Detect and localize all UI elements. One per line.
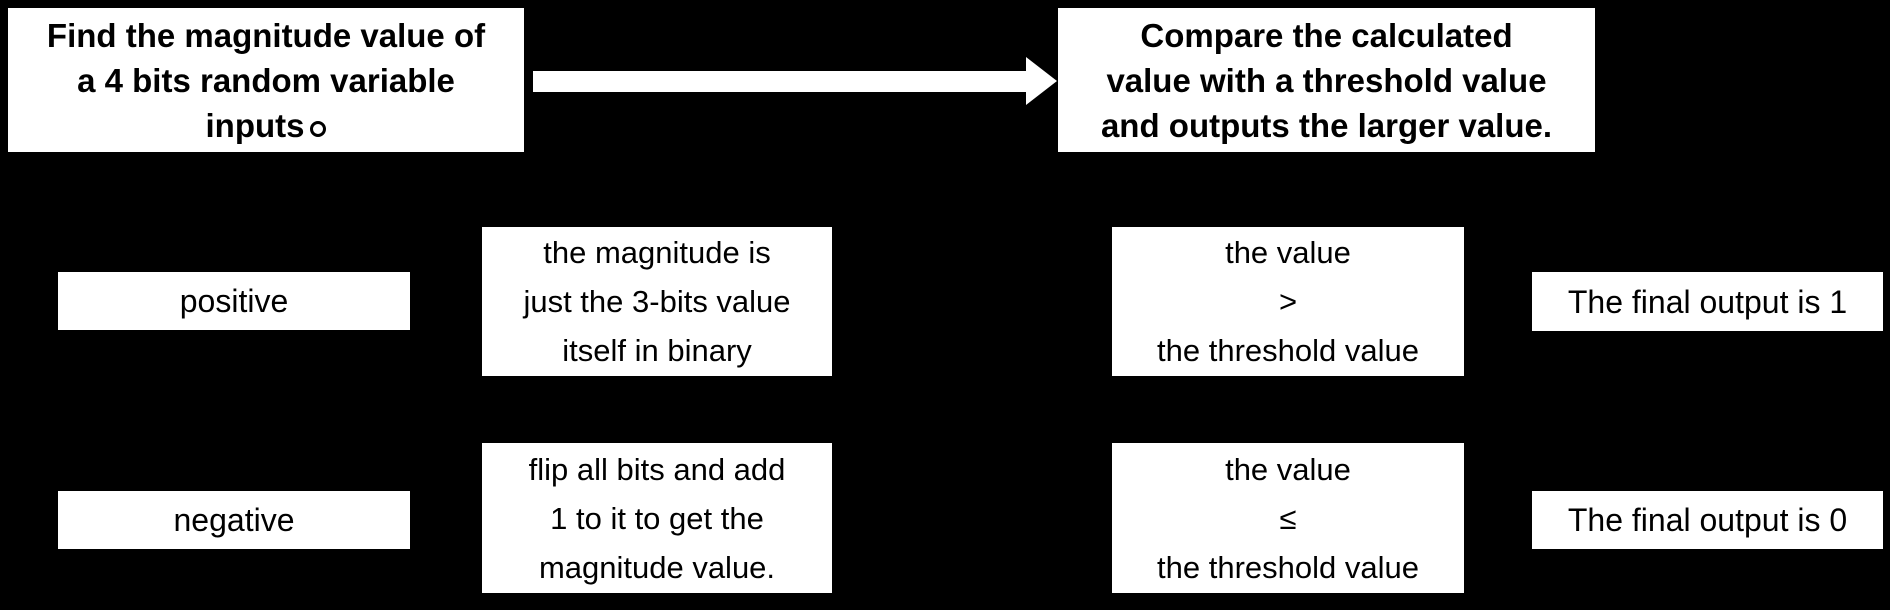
negative-action-line-3: magnitude value.	[538, 549, 776, 585]
positive-action-line-3: itself in binary	[562, 333, 752, 368]
step1-line-3-text: inputs	[205, 106, 305, 144]
final-output-0-label: The final output is 0	[1567, 502, 1848, 538]
less-equal-symbol: ≤	[1279, 500, 1297, 536]
negative-comparison-line-3: the threshold value	[1157, 549, 1419, 585]
step1-line-2: a 4 bits random variable	[77, 61, 455, 99]
negative-condition-box: negative	[58, 491, 410, 549]
negative-action-box: flip all bits and add 1 to it to get the…	[482, 443, 832, 593]
final-output-1-box: The final output is 1	[1532, 272, 1883, 331]
positive-action-line-2: just the 3-bits value	[523, 284, 791, 319]
negative-comparison-box: the value ≤ the threshold value	[1112, 443, 1464, 593]
positive-condition-box: positive	[58, 272, 410, 330]
greater-than-symbol: >	[1278, 284, 1298, 319]
positive-comparison-line-3: the threshold value	[1157, 333, 1419, 368]
step1-find-magnitude-box: Find the magnitude value of a 4 bits ran…	[8, 8, 524, 152]
ideographic-full-stop	[310, 120, 327, 137]
flow-arrow-shaft	[533, 71, 1026, 92]
step2-compare-threshold-box: Compare the calculated value with a thre…	[1058, 8, 1595, 152]
positive-comparison-line-1: the value	[1225, 235, 1351, 270]
negative-label: negative	[173, 502, 295, 538]
negative-comparison-line-1: the value	[1225, 451, 1351, 487]
step2-line-1: Compare the calculated	[1140, 16, 1513, 54]
flow-arrow-right-icon	[1026, 57, 1057, 105]
final-output-0-box: The final output is 0	[1532, 491, 1883, 549]
final-output-1-label: The final output is 1	[1567, 283, 1848, 320]
negative-action-line-1: flip all bits and add	[528, 451, 786, 487]
positive-label: positive	[179, 283, 289, 319]
step2-line-3: and outputs the larger value.	[1100, 106, 1553, 144]
positive-action-line-1: the magnitude is	[543, 235, 771, 270]
step1-line-1: Find the magnitude value of	[46, 16, 486, 54]
positive-action-box: the magnitude is just the 3-bits value i…	[482, 227, 832, 376]
negative-action-line-2: 1 to it to get the	[550, 500, 764, 536]
step2-line-2: value with a threshold value	[1106, 61, 1547, 99]
step1-line-3: inputs	[206, 103, 327, 148]
positive-comparison-box: the value > the threshold value	[1112, 227, 1464, 376]
